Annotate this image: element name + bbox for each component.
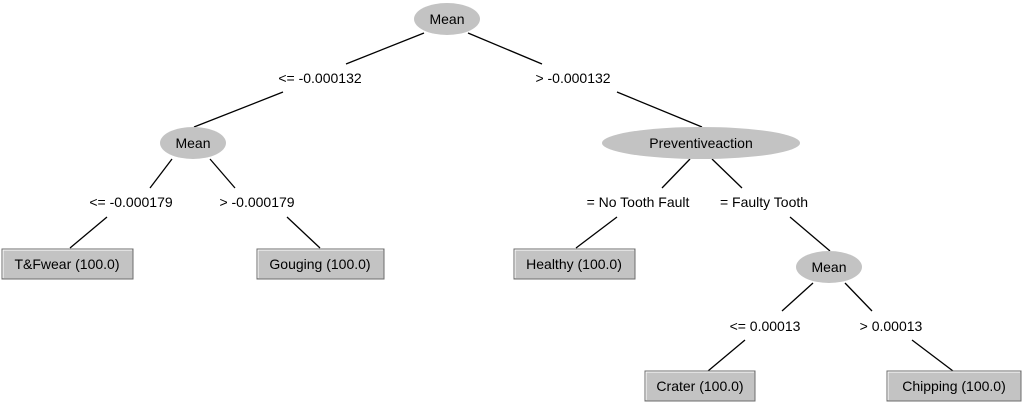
node-label: Mean [429, 11, 464, 27]
leaf-node-healthy: Healthy (100.0) [513, 248, 636, 280]
decision-node-preventiveaction: Preventiveaction [602, 127, 800, 159]
edge-root-right-upper [467, 32, 543, 65]
edge-prev-left-lower [575, 216, 618, 249]
edge-root-left-upper [345, 32, 425, 65]
edge-meanr-right-upper [844, 282, 873, 312]
leaf-box [886, 370, 1022, 402]
edge-labels: <= -0.000132 > -0.000132 <= -0.000179 > … [89, 70, 922, 334]
leaf-box [644, 370, 756, 402]
edge-prev-right-upper [711, 158, 743, 189]
edge-label-meanl-right: > -0.000179 [219, 194, 294, 210]
edge-meanl-left-lower [69, 216, 108, 249]
leaf-label: T&Fwear (100.0) [14, 256, 119, 272]
leaf-node-tfwear: T&Fwear (100.0) [1, 248, 134, 280]
edge-meanr-right-lower [911, 339, 954, 372]
leaf-node-chipping: Chipping (100.0) [886, 370, 1022, 402]
edge-label-meanr-right: > 0.00013 [860, 318, 923, 334]
leaf-box [256, 248, 385, 280]
edge-label-root-right: > -0.000132 [535, 70, 610, 86]
decision-node-mean-right: Mean [796, 251, 862, 283]
edge-meanl-right-upper [209, 158, 236, 189]
edge-meanr-left-upper [781, 282, 814, 312]
node-ellipse [602, 127, 800, 159]
node-label: Preventiveaction [649, 135, 753, 151]
edge-label-meanr-left: <= 0.00013 [730, 318, 801, 334]
decision-node-root: Mean [414, 3, 480, 35]
leaf-label: Healthy (100.0) [526, 256, 622, 272]
leaf-node-gouging: Gouging (100.0) [256, 248, 385, 280]
node-ellipse [414, 3, 480, 35]
edge-meanl-left-upper [149, 158, 173, 189]
edge-meanr-left-lower [707, 339, 746, 372]
edge-prev-right-lower [789, 216, 831, 252]
node-ellipse [160, 127, 226, 159]
edge-root-right-lower [616, 91, 703, 128]
edge-label-root-left: <= -0.000132 [278, 70, 362, 86]
edge-label-meanl-left: <= -0.000179 [89, 194, 173, 210]
leaf-label: Crater (100.0) [656, 378, 743, 394]
node-label: Mean [811, 259, 846, 275]
edge-label-prev-right: = Faulty Tooth [720, 194, 808, 210]
node-label: Mean [175, 135, 210, 151]
leaf-box [513, 248, 636, 280]
edge-prev-left-upper [661, 158, 691, 189]
leaf-label: Chipping (100.0) [902, 378, 1006, 394]
leaf-box [1, 248, 134, 280]
tree-edges [69, 32, 954, 372]
node-ellipse [796, 251, 862, 283]
edge-label-prev-left: = No Tooth Fault [587, 194, 690, 210]
edge-meanl-right-lower [286, 216, 321, 249]
leaf-label: Gouging (100.0) [269, 256, 370, 272]
decision-node-mean-left: Mean [160, 127, 226, 159]
leaf-node-crater: Crater (100.0) [644, 370, 756, 402]
edge-root-left-lower [193, 91, 284, 128]
